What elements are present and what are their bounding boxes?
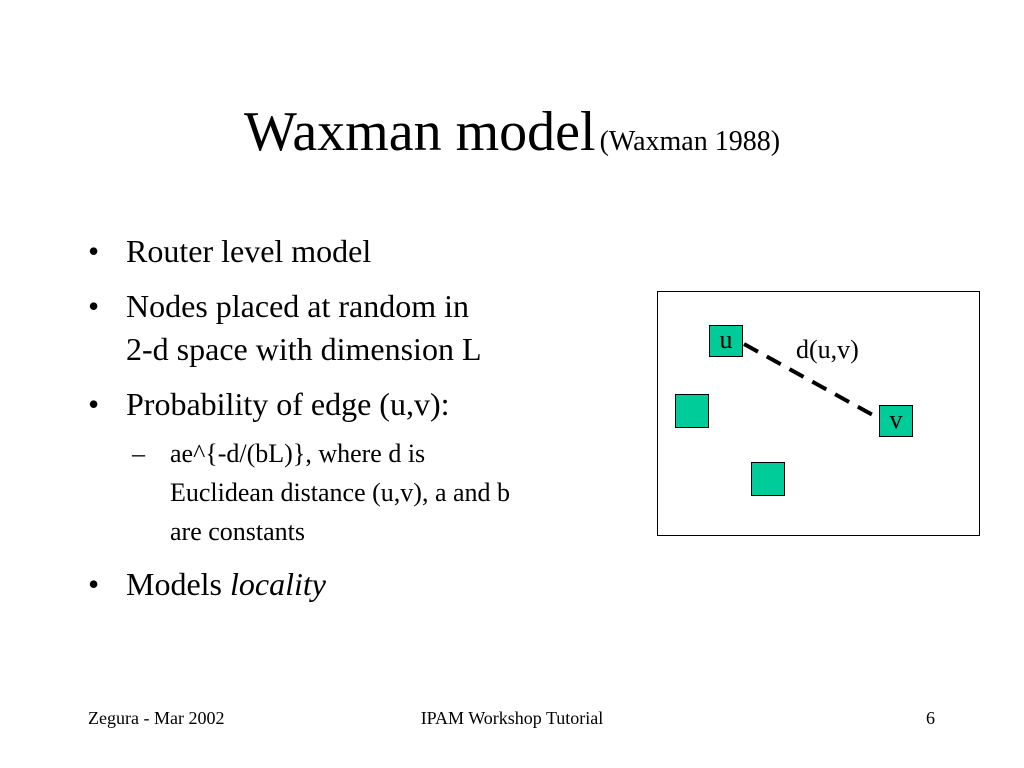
node-unlabeled xyxy=(751,462,785,496)
slide-title: Waxman model (Waxman 1988) xyxy=(0,100,1024,164)
slide-title-citation: (Waxman 1988) xyxy=(599,126,781,157)
bullet-text: Router level model xyxy=(126,233,372,269)
node-u: u xyxy=(709,325,743,357)
bullet-text-prefix: Models xyxy=(126,566,222,602)
bullet-router-level: • Router level model xyxy=(88,230,648,273)
footer-author-date: Zegura - Mar 2002 xyxy=(88,708,225,728)
bullet-nodes-placed: • Nodes placed at random in 2-d space wi… xyxy=(88,285,648,371)
node-u-label: u xyxy=(719,325,733,354)
bullet-dot-icon: • xyxy=(88,566,100,602)
bullet-dot-icon: • xyxy=(88,233,100,269)
bullet-list: • Router level model • Nodes placed at r… xyxy=(88,230,648,618)
bullet-edge-probability: • Probability of edge (u,v): xyxy=(88,383,648,426)
bullet-text: Models locality xyxy=(126,563,648,606)
bullet-dot-icon: • xyxy=(88,288,100,324)
bullet-text: Probability of edge (u,v): xyxy=(126,386,450,422)
bullet-text-emphasis: locality xyxy=(230,566,326,602)
waxman-diagram: u v d(u,v) xyxy=(657,291,980,536)
sub-bullet-text-line1: ae^{-d/(bL)}, where d is xyxy=(170,439,426,468)
slide-title-main: Waxman model xyxy=(243,101,596,163)
bullet-text-line1: Nodes placed at random in xyxy=(126,288,469,324)
bullet-models-locality: • Models locality xyxy=(88,563,648,606)
sub-bullet-text-line2: Euclidean distance (u,v), a and b xyxy=(170,478,511,507)
bullet-text-line2: 2-d space with dimension L xyxy=(126,331,482,367)
sub-bullet-text-line3: are constants xyxy=(170,517,306,546)
node-unlabeled xyxy=(675,394,709,428)
node-v-label: v xyxy=(889,405,903,434)
node-v: v xyxy=(879,405,913,437)
footer-event: IPAM Workshop Tutorial xyxy=(420,708,604,728)
sub-bullet-dash-icon: – xyxy=(132,439,145,468)
bullet-dot-icon: • xyxy=(88,386,100,422)
edge-distance-label: d(u,v) xyxy=(796,335,859,364)
sub-bullet-formula: – ae^{-d/(bL)}, where d is Euclidean dis… xyxy=(132,434,648,551)
footer-page-number: 6 xyxy=(926,708,935,728)
